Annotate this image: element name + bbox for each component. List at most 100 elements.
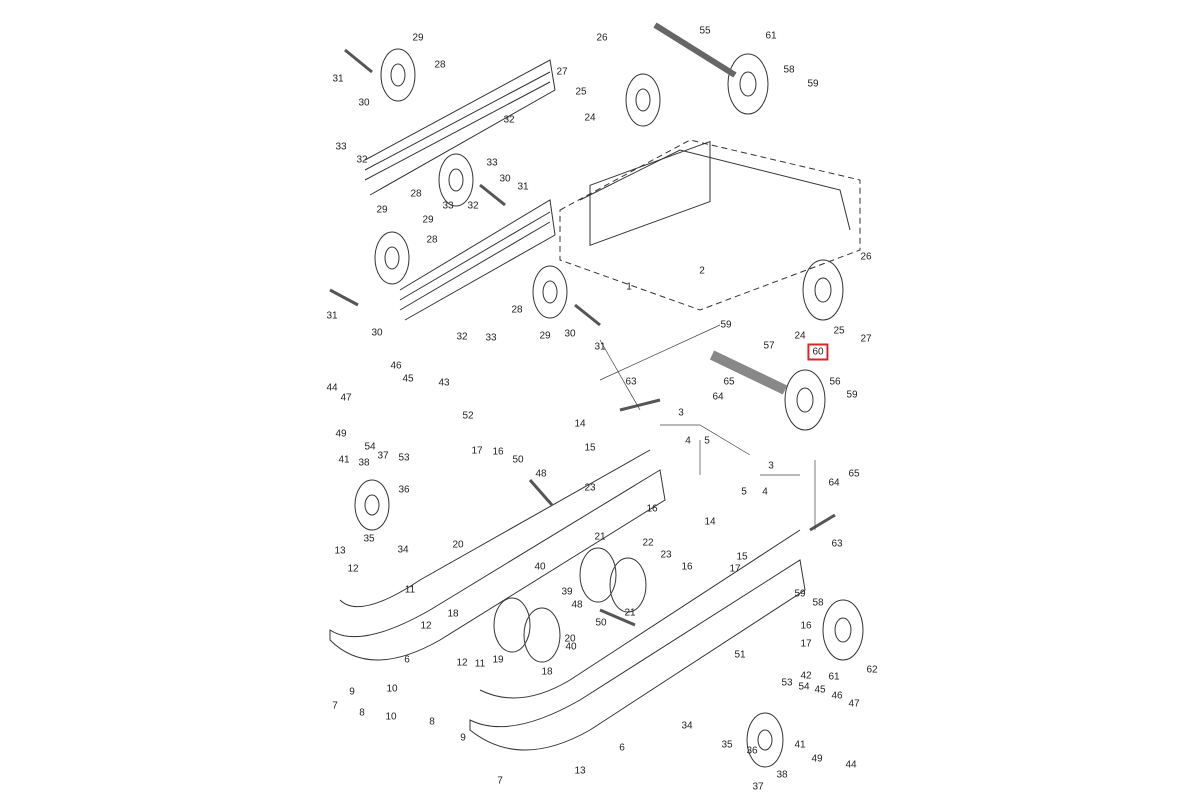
part-label[interactable]: 39 bbox=[561, 586, 573, 598]
part-label[interactable]: 19 bbox=[492, 654, 504, 666]
part-label[interactable]: 16 bbox=[681, 561, 693, 573]
part-label[interactable]: 29 bbox=[412, 32, 424, 44]
part-label[interactable]: 29 bbox=[376, 204, 388, 216]
part-label[interactable]: 51 bbox=[734, 649, 746, 661]
part-label[interactable]: 34 bbox=[681, 720, 693, 732]
part-label[interactable]: 24 bbox=[794, 330, 806, 342]
part-label[interactable]: 22 bbox=[642, 537, 654, 549]
part-label[interactable]: 44 bbox=[326, 382, 338, 394]
part-label[interactable]: 17 bbox=[800, 638, 812, 650]
part-label[interactable]: 23 bbox=[660, 549, 672, 561]
part-label[interactable]: 44 bbox=[845, 759, 857, 771]
part-label[interactable]: 54 bbox=[798, 681, 810, 693]
part-label[interactable]: 35 bbox=[721, 739, 733, 751]
part-label[interactable]: 7 bbox=[497, 775, 503, 787]
part-label[interactable]: 27 bbox=[556, 66, 568, 78]
part-label[interactable]: 18 bbox=[541, 666, 553, 678]
part-label[interactable]: 24 bbox=[584, 112, 596, 124]
part-label[interactable]: 57 bbox=[763, 340, 775, 352]
part-label[interactable]: 53 bbox=[781, 677, 793, 689]
part-label[interactable]: 36 bbox=[398, 484, 410, 496]
part-label[interactable]: 65 bbox=[723, 376, 735, 388]
part-label[interactable]: 54 bbox=[364, 441, 376, 453]
part-label[interactable]: 48 bbox=[535, 468, 547, 480]
part-label[interactable]: 63 bbox=[831, 538, 843, 550]
part-label[interactable]: 28 bbox=[434, 59, 446, 71]
part-label[interactable]: 15 bbox=[584, 442, 596, 454]
part-label[interactable]: 47 bbox=[340, 392, 352, 404]
part-label[interactable]: 48 bbox=[571, 599, 583, 611]
part-label[interactable]: 45 bbox=[402, 373, 414, 385]
part-label[interactable]: 29 bbox=[539, 330, 551, 342]
part-label[interactable]: 12 bbox=[420, 620, 432, 632]
part-label[interactable]: 26 bbox=[860, 251, 872, 263]
part-label[interactable]: 47 bbox=[848, 698, 860, 710]
part-label[interactable]: 40 bbox=[534, 561, 546, 573]
part-label[interactable]: 1 bbox=[626, 281, 632, 293]
part-label[interactable]: 4 bbox=[762, 486, 768, 498]
part-label[interactable]: 11 bbox=[404, 584, 416, 596]
part-label[interactable]: 6 bbox=[404, 654, 410, 666]
part-label[interactable]: 25 bbox=[575, 86, 587, 98]
part-label[interactable]: 26 bbox=[596, 32, 608, 44]
part-label[interactable]: 18 bbox=[447, 608, 459, 620]
part-label[interactable]: 33 bbox=[335, 141, 347, 153]
part-label[interactable]: 30 bbox=[371, 327, 383, 339]
part-label[interactable]: 13 bbox=[574, 765, 586, 777]
part-label[interactable]: 32 bbox=[467, 200, 479, 212]
part-label[interactable]: 9 bbox=[460, 732, 466, 744]
part-label[interactable]: 14 bbox=[704, 516, 716, 528]
part-label[interactable]: 58 bbox=[812, 597, 824, 609]
part-label[interactable]: 64 bbox=[828, 477, 840, 489]
part-label[interactable]: 65 bbox=[848, 468, 860, 480]
part-label[interactable]: 8 bbox=[429, 716, 435, 728]
part-label[interactable]: 2 bbox=[699, 265, 705, 277]
part-label[interactable]: 25 bbox=[833, 325, 845, 337]
part-label[interactable]: 31 bbox=[517, 181, 529, 193]
part-label[interactable]: 58 bbox=[783, 64, 795, 76]
part-label[interactable]: 32 bbox=[503, 114, 515, 126]
part-label[interactable]: 21 bbox=[594, 531, 606, 543]
part-label[interactable]: 37 bbox=[377, 450, 389, 462]
part-label[interactable]: 43 bbox=[438, 377, 450, 389]
part-label[interactable]: 12 bbox=[347, 563, 359, 575]
part-label[interactable]: 5 bbox=[741, 486, 747, 498]
part-label[interactable]: 23 bbox=[584, 482, 596, 494]
part-label[interactable]: 62 bbox=[866, 664, 878, 676]
part-label[interactable]: 63 bbox=[625, 376, 637, 388]
part-label[interactable]: 61 bbox=[765, 30, 777, 42]
part-label[interactable]: 40 bbox=[565, 641, 577, 653]
part-label[interactable]: 56 bbox=[829, 376, 841, 388]
part-label[interactable]: 27 bbox=[860, 333, 872, 345]
part-label[interactable]: 28 bbox=[426, 234, 438, 246]
part-label[interactable]: 52 bbox=[462, 410, 474, 422]
part-label[interactable]: 41 bbox=[338, 454, 350, 466]
part-label[interactable]: 49 bbox=[811, 753, 823, 765]
part-label[interactable]: 7 bbox=[332, 700, 338, 712]
part-label[interactable]: 35 bbox=[363, 533, 375, 545]
highlighted-part-label[interactable]: 60 bbox=[807, 343, 829, 361]
part-label[interactable]: 6 bbox=[619, 742, 625, 754]
part-label[interactable]: 10 bbox=[386, 683, 398, 695]
part-label[interactable]: 16 bbox=[646, 503, 658, 515]
part-label[interactable]: 30 bbox=[499, 173, 511, 185]
part-label[interactable]: 10 bbox=[385, 711, 397, 723]
part-label[interactable]: 28 bbox=[410, 188, 422, 200]
part-label[interactable]: 61 bbox=[828, 671, 840, 683]
part-label[interactable]: 21 bbox=[624, 607, 636, 619]
part-label[interactable]: 15 bbox=[736, 551, 748, 563]
part-label[interactable]: 46 bbox=[390, 360, 402, 372]
part-label[interactable]: 64 bbox=[712, 391, 724, 403]
part-label[interactable]: 37 bbox=[752, 781, 764, 793]
part-label[interactable]: 8 bbox=[359, 707, 365, 719]
part-label[interactable]: 20 bbox=[564, 633, 576, 645]
part-label[interactable]: 59 bbox=[807, 78, 819, 90]
part-label[interactable]: 59 bbox=[846, 389, 858, 401]
part-label[interactable]: 45 bbox=[814, 684, 826, 696]
part-label[interactable]: 41 bbox=[794, 739, 806, 751]
part-label[interactable]: 59 bbox=[794, 588, 806, 600]
part-label[interactable]: 30 bbox=[564, 328, 576, 340]
part-label[interactable]: 33 bbox=[442, 200, 454, 212]
part-label[interactable]: 16 bbox=[800, 620, 812, 632]
part-label[interactable]: 50 bbox=[512, 454, 524, 466]
